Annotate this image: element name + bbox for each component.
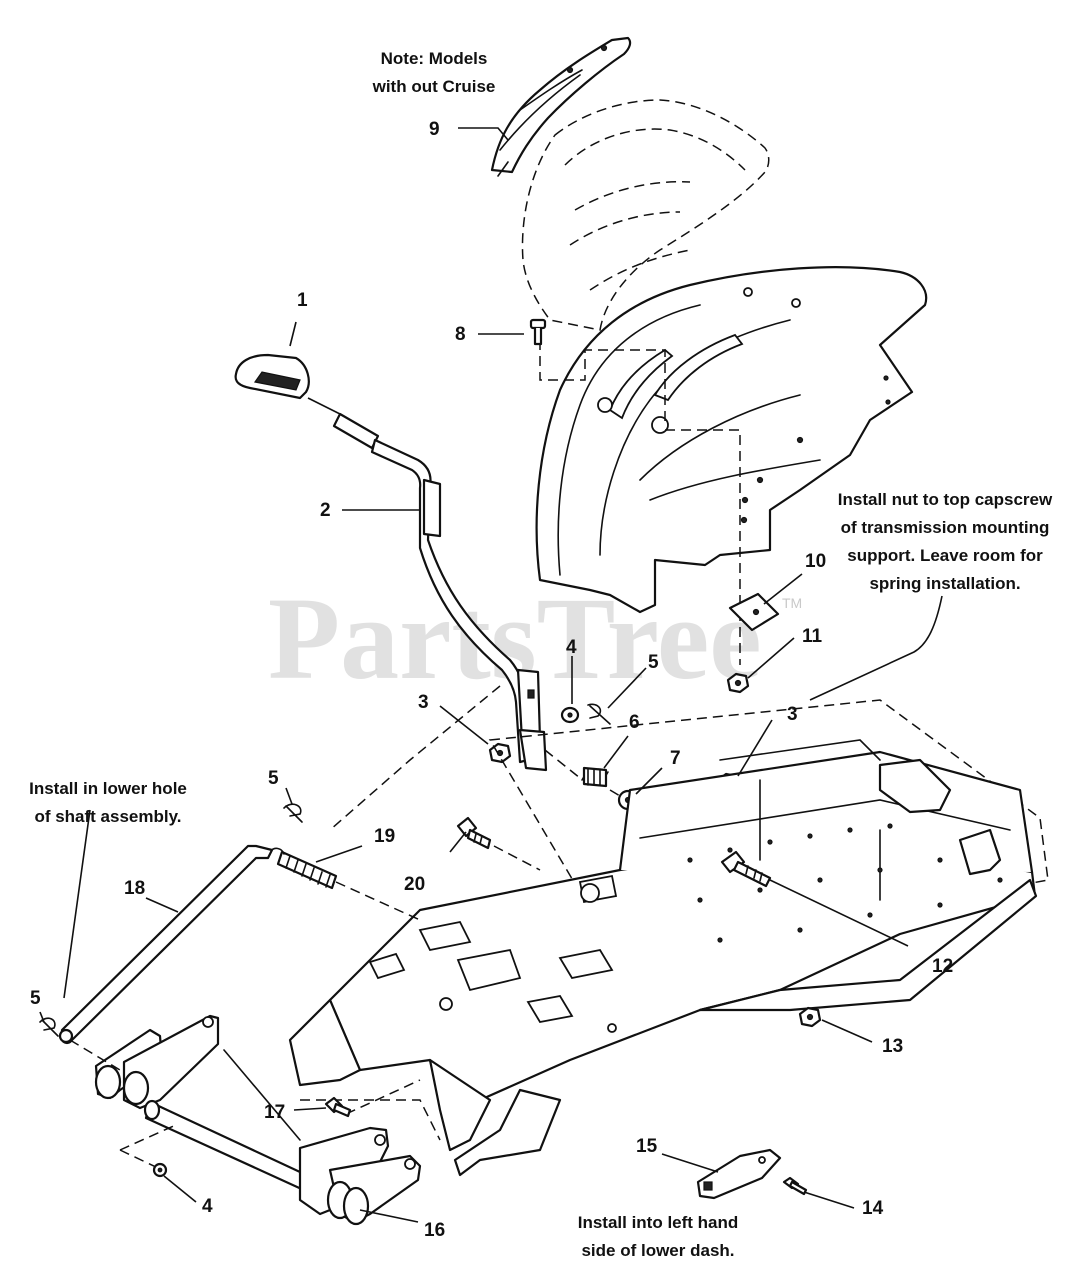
part-12-bolt [720,850,772,888]
part-14-screw [782,1176,808,1196]
callout-16: 16 [424,1220,445,1241]
callout-3-right: 3 [787,704,798,725]
callout-8: 8 [455,324,466,345]
part-4-washer-upper [560,706,580,724]
part-4-washer-lower [152,1162,168,1178]
callout-19: 19 [374,826,395,847]
part-16-shaft-assembly [94,1014,422,1226]
callout-7: 7 [670,748,681,769]
part-15-bracket [696,1148,782,1200]
tractor-frame [288,699,1049,1177]
callout-1: 1 [297,290,308,311]
leader-lines [39,127,943,1223]
part-17-bolt [324,1096,352,1118]
annotation-notes: Note: Models with out Cruise Install nut… [29,49,1053,1260]
part-9-filler-plate [490,36,632,177]
callout-18: 18 [124,878,145,899]
callout-12: 12 [932,956,953,977]
callout-5-lower: 5 [30,988,41,1009]
upper-dash-panel [521,99,770,331]
fender-dash-panel [535,266,928,614]
callout-20: 20 [404,874,425,895]
note-shaft-line1: Install in lower hole [29,779,187,798]
note-nut-line2: of transmission mounting [841,518,1050,537]
callout-5-upper: 5 [648,652,659,673]
callout-13: 13 [882,1036,903,1057]
note-dash-line1: Install into left hand [578,1213,739,1232]
part-20-bolt [456,816,492,850]
callout-3-left: 3 [418,692,429,713]
note-cruise-line1: Note: Models [381,49,488,68]
part-8-bolt [529,318,547,346]
part-3-nut-left [488,742,512,764]
callout-labels: 9 1 8 2 10 11 4 5 3 6 3 7 5 19 20 18 12 … [30,119,953,1241]
part-13-nut [798,1006,822,1028]
note-cruise-line2: with out Cruise [372,77,496,96]
callout-5-mid: 5 [268,768,279,789]
callout-11: 11 [802,626,823,647]
watermark-trademark: TM [782,595,802,611]
part-2-lift-handle [332,412,548,772]
part-11-nut [726,672,750,694]
callout-15: 15 [636,1136,658,1157]
part-1-knob [234,353,310,400]
callout-10: 10 [805,551,826,572]
note-shaft-line2: of shaft assembly. [34,807,181,826]
callout-4-upper: 4 [566,637,577,658]
part-5-hairpin-upper [587,703,611,725]
callout-14: 14 [862,1198,884,1219]
part-6-spring [581,766,609,788]
note-nut-line1: Install nut to top capscrew [838,490,1053,509]
callout-17: 17 [264,1102,285,1123]
part-19-spring [269,847,338,890]
callout-6: 6 [629,712,640,733]
part-18-rod [58,844,274,1045]
part-5-hairpin-mid [283,803,303,823]
note-nut-line4: spring installation. [869,574,1020,593]
callout-2: 2 [320,500,331,521]
note-dash-line2: side of lower dash. [581,1241,734,1260]
note-nut-line3: support. Leave room for [847,546,1043,565]
callout-9: 9 [429,119,440,140]
callout-4-lower: 4 [202,1196,213,1217]
